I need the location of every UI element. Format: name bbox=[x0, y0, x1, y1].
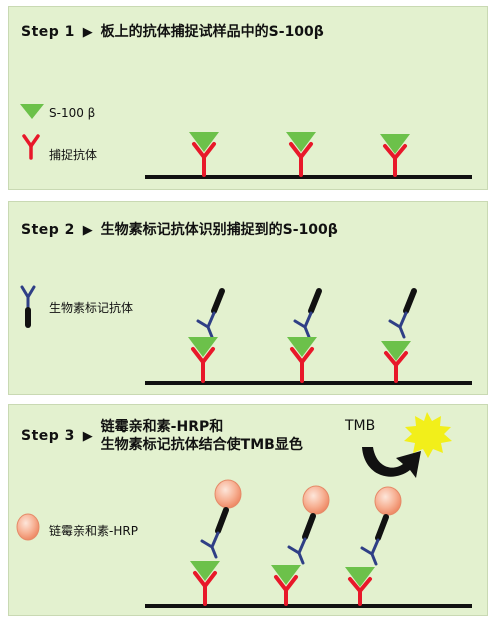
step3-label: Step 3 bbox=[21, 428, 75, 444]
hrp-complex-2 bbox=[271, 485, 330, 606]
plate-surface bbox=[145, 175, 472, 179]
hrp-complex-1 bbox=[190, 479, 242, 606]
tmb-label: TMB bbox=[345, 418, 376, 434]
step3-title: Step 3 ▶ 链霉亲和素-HRP和 生物素标记抗体结合使TMB显色 bbox=[21, 418, 303, 454]
capture-antibody bbox=[274, 575, 298, 606]
detection-complex-1 bbox=[188, 288, 225, 383]
detection-complex-2 bbox=[287, 288, 322, 383]
s100b-antigen bbox=[189, 132, 219, 152]
detection-complex-3 bbox=[381, 288, 417, 383]
biotin-antibody bbox=[293, 288, 322, 339]
step3-text-block: 链霉亲和素-HRP和 生物素标记抗体结合使TMB显色 bbox=[101, 418, 303, 454]
capture-antibody bbox=[289, 142, 313, 177]
capture-complex-1 bbox=[189, 132, 219, 177]
capture-antibody bbox=[191, 347, 215, 383]
s100b-antigen bbox=[190, 561, 220, 581]
capture-antibody bbox=[384, 351, 408, 383]
capture-complex-2 bbox=[286, 132, 316, 177]
plate-surface bbox=[145, 381, 472, 385]
capture-antibody bbox=[348, 577, 372, 606]
legend-capture-antibody-label: 捕捉抗体 bbox=[49, 148, 98, 162]
legend-antigen-icon bbox=[20, 104, 44, 119]
capture-antibody bbox=[383, 144, 407, 177]
s100b-antigen bbox=[345, 567, 375, 587]
s100b-antigen bbox=[287, 337, 317, 357]
legend-biotin-antibody-label: 生物素标记抗体 bbox=[49, 301, 134, 315]
step3-label-wrap: Step 3 ▶ bbox=[21, 427, 96, 446]
legend-antigen-label: S-100 β bbox=[49, 106, 96, 120]
step2-text: 生物素标记抗体识别捕捉到的S-100β bbox=[100, 222, 338, 238]
step1-label: Step 1 bbox=[21, 24, 75, 40]
legend-capture-antibody-icon bbox=[22, 134, 40, 160]
streptavidin-hrp bbox=[302, 485, 330, 515]
play-arrow-icon: ▶ bbox=[82, 429, 93, 444]
capture-antibody bbox=[192, 142, 216, 177]
play-arrow-icon: ▶ bbox=[82, 223, 93, 238]
streptavidin-hrp bbox=[214, 479, 242, 509]
streptavidin-hrp bbox=[374, 486, 402, 516]
biotin-antibody bbox=[200, 507, 229, 559]
legend-hrp-label: 链霉亲和素-HRP bbox=[49, 524, 138, 538]
legend-biotin-antibody-icon bbox=[20, 285, 36, 328]
tmb-reaction-arrow bbox=[362, 447, 421, 478]
capture-complex-3 bbox=[380, 134, 410, 177]
hrp-complex-3 bbox=[345, 486, 402, 606]
biotin-antibody bbox=[287, 513, 316, 565]
s100b-antigen bbox=[271, 565, 301, 585]
biotin-antibody bbox=[360, 514, 389, 566]
step2-label: Step 2 bbox=[21, 222, 75, 238]
s100b-antigen bbox=[381, 341, 411, 361]
capture-antibody bbox=[290, 347, 314, 383]
s100b-antigen bbox=[380, 134, 410, 154]
play-arrow-icon: ▶ bbox=[82, 25, 93, 40]
s100b-antigen bbox=[286, 132, 316, 152]
step3-text-line1: 链霉亲和素-HRP和 bbox=[100, 419, 224, 435]
step2-title: Step 2 ▶ 生物素标记抗体识别捕捉到的S-100β bbox=[21, 221, 338, 240]
biotin-antibody bbox=[388, 288, 417, 339]
legend-hrp-icon bbox=[16, 513, 40, 541]
step1-title: Step 1 ▶ 板上的抗体捕捉试样品中的S-100β bbox=[21, 23, 324, 42]
capture-antibody bbox=[193, 571, 217, 606]
tmb-color-burst-icon bbox=[404, 412, 452, 458]
step1-text: 板上的抗体捕捉试样品中的S-100β bbox=[100, 24, 324, 40]
step3-text-line2: 生物素标记抗体结合使TMB显色 bbox=[100, 437, 303, 453]
biotin-antibody bbox=[196, 288, 225, 339]
s100b-antigen bbox=[188, 337, 218, 357]
step1-panel: Step 1 ▶ 板上的抗体捕捉试样品中的S-100β S-100 β 捕捉抗体 bbox=[8, 6, 488, 190]
plate-surface bbox=[145, 604, 472, 608]
